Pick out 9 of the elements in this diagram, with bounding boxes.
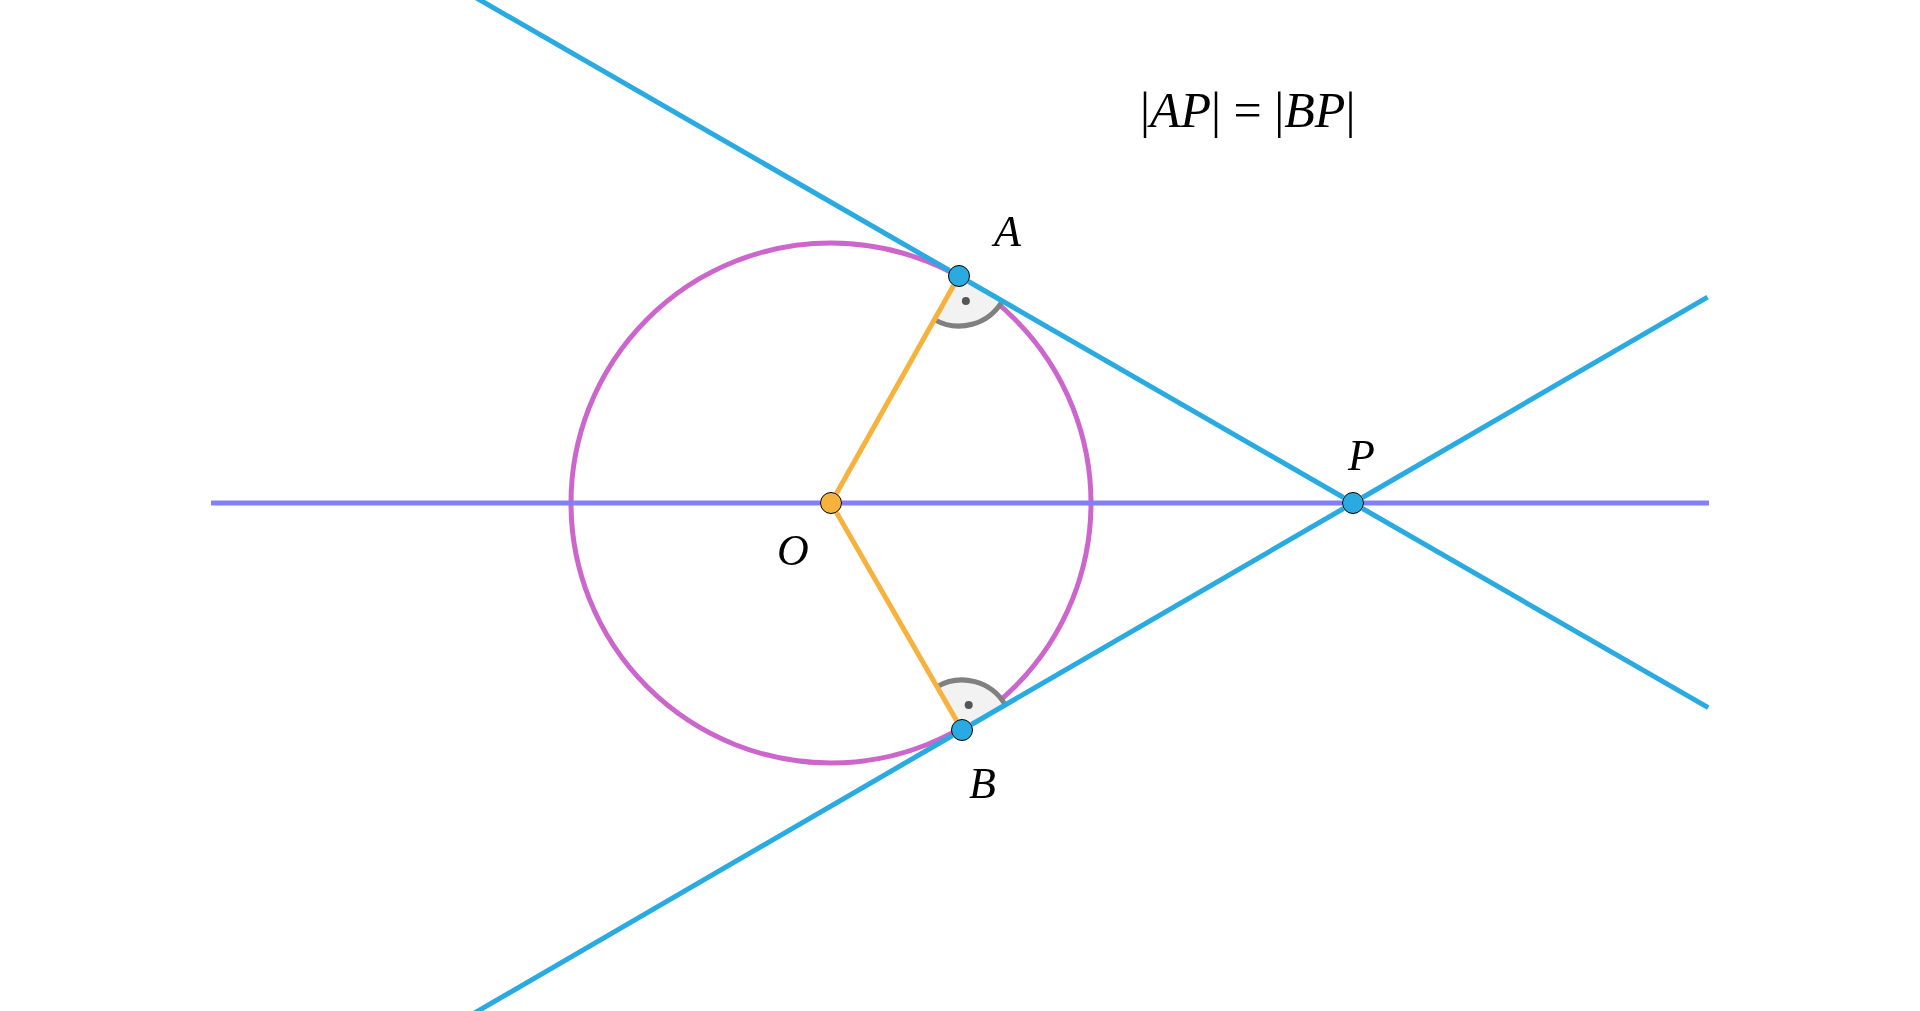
- tangent-line: [970, 506, 1345, 727]
- tangent-line: [967, 279, 1345, 500]
- radius-line: [834, 284, 956, 495]
- point-label: P: [1348, 434, 1375, 478]
- formula: |AP| = |BP|: [1140, 82, 1356, 138]
- center-line: [842, 500, 1342, 506]
- point-label: B: [969, 762, 996, 806]
- point-label: O: [777, 529, 809, 573]
- radius-line: [834, 511, 959, 722]
